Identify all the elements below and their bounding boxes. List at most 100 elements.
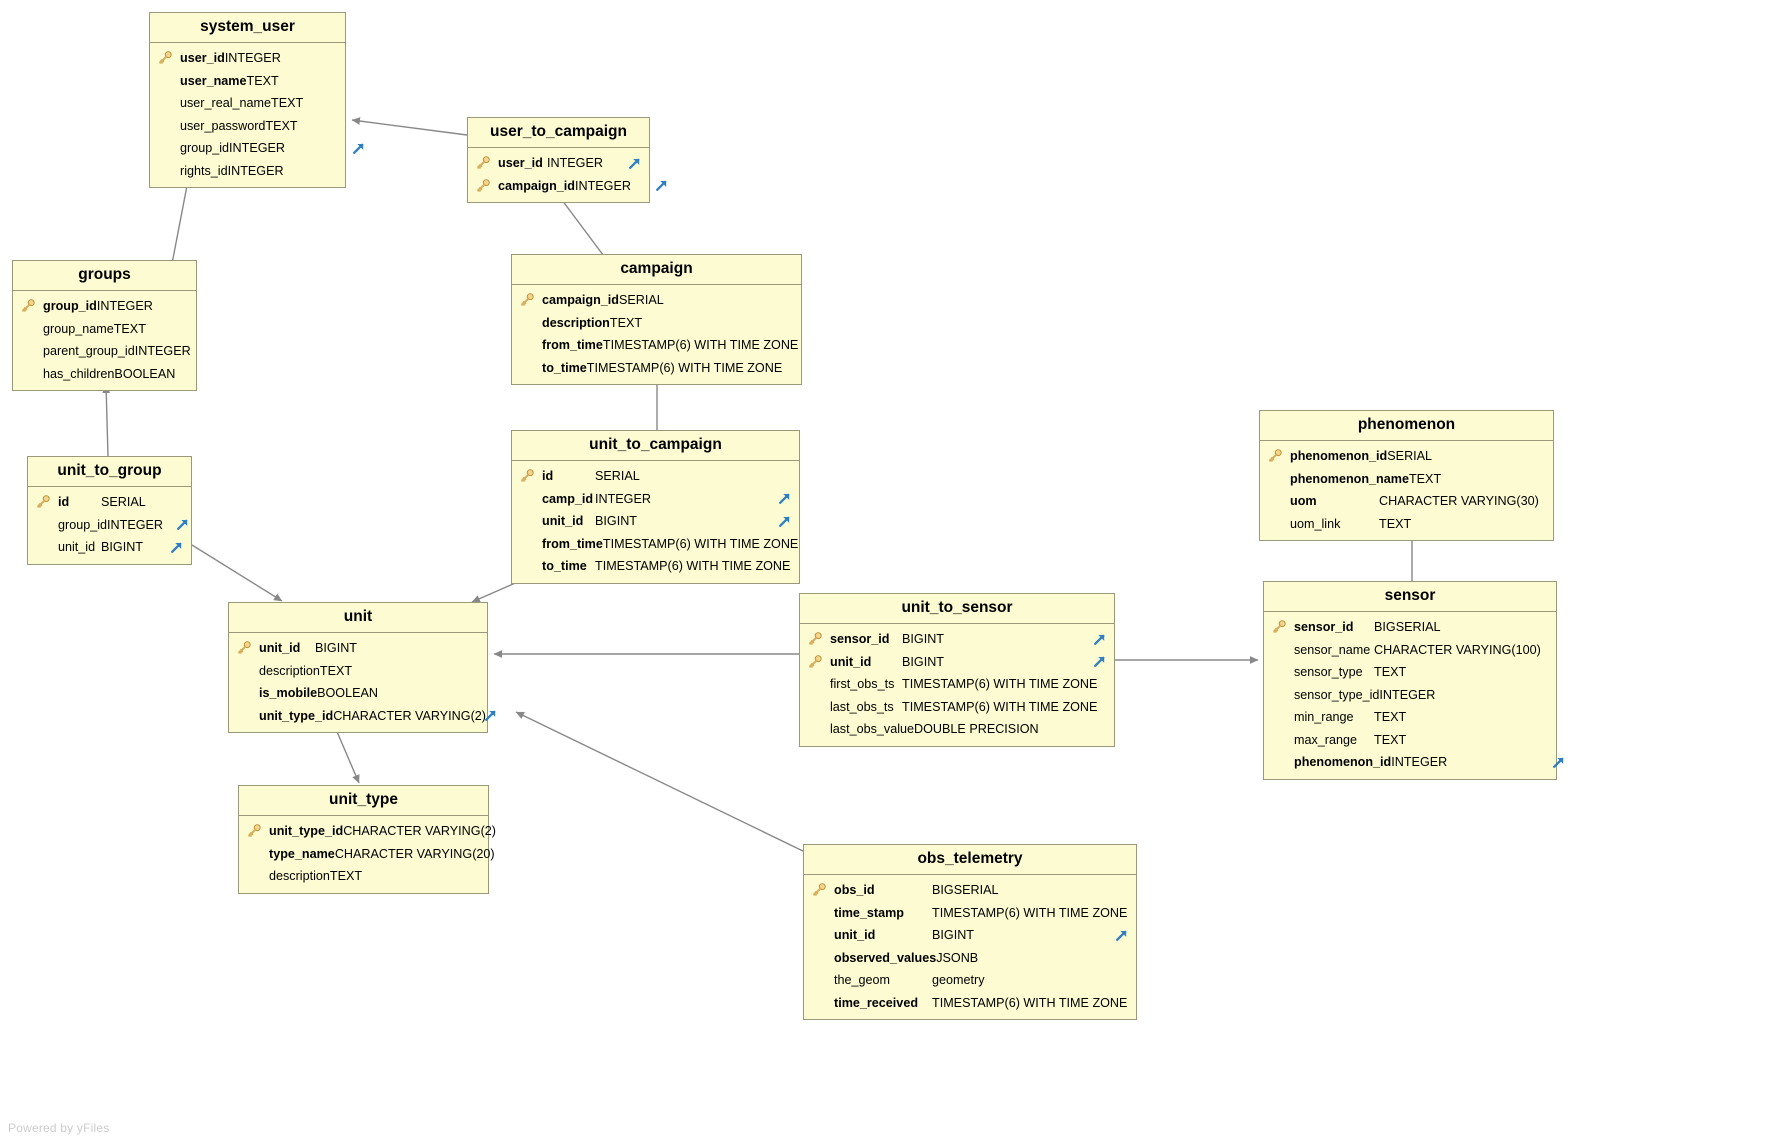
key-cell-filled bbox=[476, 155, 498, 171]
key-cell-filled bbox=[520, 468, 542, 484]
attribute-name: time_stamp bbox=[834, 905, 904, 920]
attribute-type: BIGSERIAL bbox=[1374, 620, 1441, 635]
edge-unit_to_group-groups bbox=[102, 384, 111, 457]
attribute-name: last_obs_value bbox=[830, 722, 915, 737]
attribute-row[interactable]: time_stamp TIMESTAMP(6) WITH TIME ZONE bbox=[804, 902, 1136, 925]
attribute-type: DOUBLE PRECISION bbox=[914, 722, 1039, 737]
attribute-type: CHARACTER VARYING(20) bbox=[334, 846, 495, 861]
foreign-key-arrow-icon bbox=[1552, 756, 1565, 769]
key-cell-empty bbox=[158, 140, 180, 156]
key-cell-empty bbox=[808, 699, 830, 715]
key-cell-empty bbox=[520, 558, 542, 574]
entity-title-unit_to_sensor: unit_to_sensor bbox=[800, 594, 1114, 624]
foreign-key-arrow-icon bbox=[628, 157, 641, 170]
key-cell-empty bbox=[812, 995, 834, 1011]
key-cell-empty bbox=[237, 708, 259, 724]
key-cell-empty bbox=[21, 366, 43, 382]
attribute-name: id bbox=[542, 469, 554, 484]
attribute-name: observed_values bbox=[834, 950, 937, 965]
attribute-type: BIGINT bbox=[595, 514, 637, 529]
attribute-name: group_name bbox=[43, 321, 114, 336]
attribute-name: obs_id bbox=[834, 883, 875, 898]
attribute-name: time_received bbox=[834, 995, 919, 1010]
primary-key-icon bbox=[520, 293, 534, 307]
attribute-name: sensor_id bbox=[830, 632, 890, 647]
attribute-type: TIMESTAMP(6) WITH TIME ZONE bbox=[932, 905, 1128, 920]
key-cell-empty bbox=[158, 73, 180, 89]
attribute-name: user_password bbox=[180, 118, 266, 133]
primary-key-icon bbox=[36, 495, 50, 509]
fk-cell-filled bbox=[341, 142, 367, 155]
attribute-type: geometry bbox=[932, 973, 985, 988]
fk-cell-filled bbox=[159, 541, 185, 554]
attribute-type: BIGINT bbox=[902, 654, 944, 669]
